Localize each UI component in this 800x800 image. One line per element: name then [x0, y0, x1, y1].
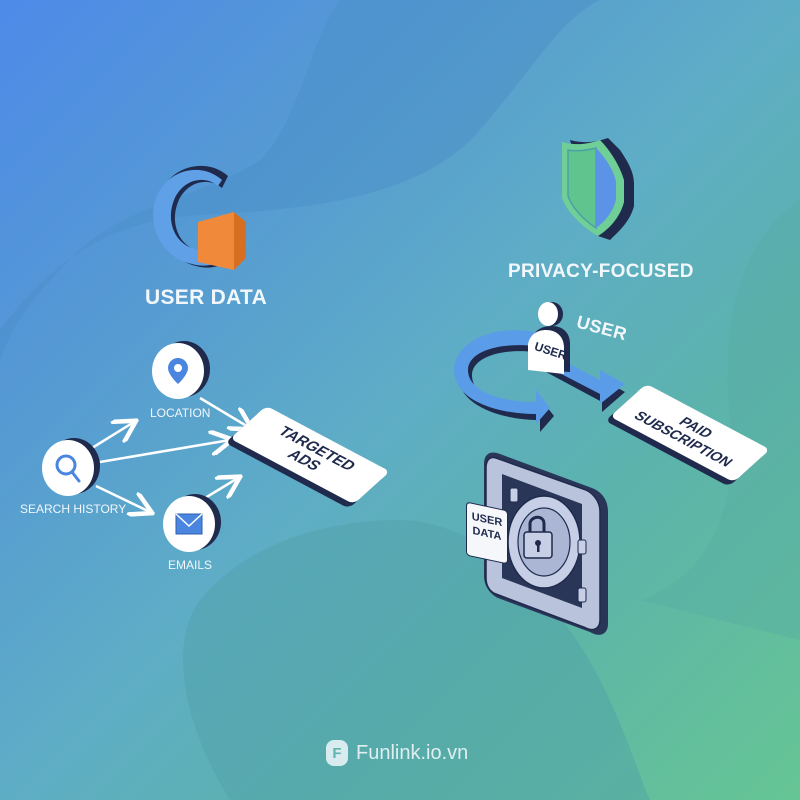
vault-user-data-tag: USER DATA [466, 501, 508, 565]
padlock-icon [523, 515, 553, 559]
g-logo-icon [153, 165, 246, 270]
footer-brand[interactable]: F Funlink.io.vn [326, 740, 468, 766]
envelope-icon [175, 513, 203, 535]
location-pin-icon [168, 358, 188, 384]
location-node [152, 343, 204, 399]
user-data-title: USER DATA [145, 286, 268, 309]
footer-brand-text: Funlink.io.vn [356, 741, 469, 764]
emails-label: EMAILS [168, 558, 213, 572]
shield-icon [562, 138, 634, 240]
emails-node [163, 496, 215, 552]
search-history-label: SEARCH HISTORY [20, 502, 127, 516]
user-flow-arrows [454, 330, 625, 432]
location-label: LOCATION [150, 406, 211, 420]
search-history-node [42, 440, 94, 496]
search-icon [55, 454, 81, 483]
vault-icon [484, 452, 608, 635]
user-figure-icon [528, 302, 570, 374]
funlink-logo-icon: F [326, 740, 348, 766]
privacy-focused-title: PRIVACY-FOCUSED [508, 261, 694, 282]
